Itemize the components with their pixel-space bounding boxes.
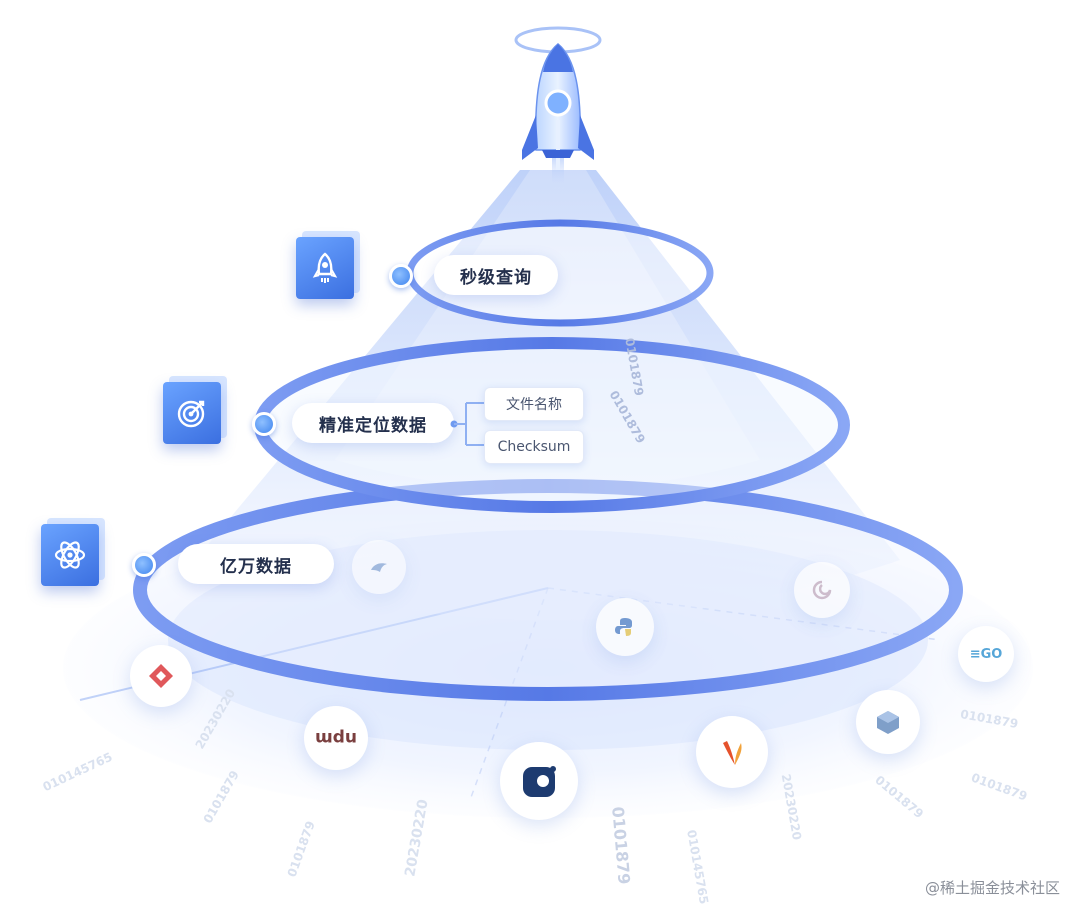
branch-checksum-tag: Checksum [484,430,584,464]
debian-swirl-icon [794,562,850,618]
rocket-tile [296,237,354,299]
npm-logo-icon: npm [304,706,368,770]
rocket-graphic [514,26,602,190]
atom-icon [54,541,86,569]
level-3-label: 亿万数据 [178,544,334,584]
level-1-label: 秒级查询 [434,255,558,295]
maven-feather-icon [696,716,768,788]
level-3-marker [132,553,156,577]
level-2-label: 精准定位数据 [292,403,454,443]
atom-tile [41,524,99,586]
level-1-marker [389,264,413,288]
jfrog-logo-icon [130,645,192,707]
package-box-icon [856,690,920,754]
go-logo-icon: ≡GO [958,626,1014,682]
target-icon [177,400,205,428]
dolphin-logo-icon [352,540,406,594]
target-tile [163,382,221,444]
branch-connector [450,402,484,446]
level-2-marker [252,412,276,436]
rocket-icon [312,252,338,283]
watermark: @稀土掘金技术社区 [924,879,1060,897]
branch-filename-tag: 文件名称 [484,387,584,421]
docker-logo-icon [500,742,578,820]
python-logo-icon [596,598,654,656]
